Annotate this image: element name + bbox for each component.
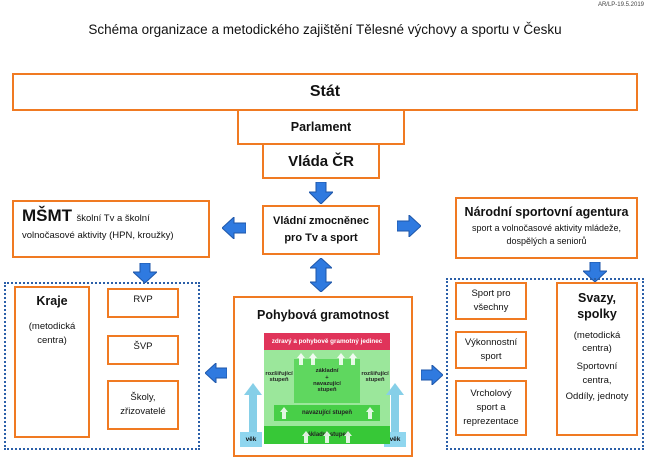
parlament-box: Parlament [237, 109, 405, 145]
kraje-box: Kraje (metodická centra) [14, 286, 90, 438]
svazy-sub1: (metodická [573, 329, 621, 341]
pyramid-top-label: zdravý a pohybově gramotný jedinec [271, 338, 383, 345]
vykonnostni-box: Výkonnostní sport [455, 331, 527, 369]
gramotnost-pyramid: zdravý a pohybově gramotný jedinec věk v… [240, 333, 406, 451]
skoly-line2: zřizovatelé [120, 406, 166, 417]
zakladni-navazujici-block: základní + navazující stupeň [294, 359, 360, 403]
vrcholovy-line2: sport a [476, 402, 506, 414]
pohybova-gramotnost-title: Pohybová gramotnost [257, 308, 389, 322]
svazy-box: Svazy, spolky (metodická centra) Sportov… [556, 282, 638, 436]
vlada-label: Vláda ČR [288, 152, 354, 170]
arrow-down-right-group-icon [583, 262, 607, 282]
arrow-down-icon [309, 182, 333, 204]
pyramid-up-arrows-icon [280, 353, 374, 443]
vykonnostni-line1: Výkonnostní [464, 337, 518, 349]
msmt-desc2: volnočasové aktivity (HPN, kroužky) [22, 230, 174, 241]
document-reference: AR/LP-19.5.2019 [597, 2, 644, 8]
stat-box: Stát [12, 73, 638, 111]
nsa-line2: dospělých a seniorů [506, 236, 587, 247]
nsa-line1: sport a volnočasové aktivity mládeže, [471, 223, 622, 233]
arrow-right-to-group-icon [421, 365, 443, 385]
zmocnenec-box: Vládní zmocněnec pro Tv a sport [262, 205, 380, 255]
arrow-left-to-group-icon [205, 363, 227, 383]
svazy-name1: Svazy, [578, 291, 616, 305]
vykonnostni-line2: sport [480, 351, 502, 362]
msmt-desc1: školní Tv a školní [76, 213, 150, 224]
svp-box: ŠVP [107, 335, 179, 365]
skoly-box: Školy, zřizovatelé [107, 380, 179, 430]
svazy-sub2: centra) [582, 343, 612, 355]
vrcholovy-box: Vrcholový sport a reprezentace [455, 380, 527, 436]
kraje-sub1: (metodická [28, 321, 76, 332]
vlada-box: Vláda ČR [262, 143, 380, 179]
pyramid-top-bar: zdravý a pohybově gramotný jedinec [264, 333, 390, 350]
zmocnenec-line2: pro Tv a sport [284, 232, 358, 244]
vek-left-label: věk [240, 432, 262, 447]
kraje-sub2: centra) [37, 334, 67, 346]
msmt-box: MŠMT školní Tv a školní volnočasové akti… [12, 200, 210, 258]
nsa-box: Národní sportovní agentura sport a volno… [455, 197, 638, 259]
vrcholovy-line1: Vrcholový [470, 388, 512, 400]
vek-right-arrow-icon [386, 383, 404, 433]
rozsirujici-left-block: rozšiřující stupeň [265, 371, 293, 383]
arrow-right-icon [397, 215, 421, 237]
parlament-label: Parlament [290, 120, 352, 134]
arrow-bidirectional-icon [310, 258, 332, 292]
rozsirujici-right-block: rozšiřující stupeň [361, 371, 389, 383]
diagram-title: Schéma organizace a metodického zajištěn… [88, 22, 562, 37]
sport-vsechny-line2: všechny [473, 302, 509, 313]
zmocnenec-line1: Vládní zmocněnec [273, 214, 369, 227]
nsa-name: Národní sportovní agentura [464, 205, 629, 219]
kraje-name: Kraje [36, 294, 68, 308]
msmt-name: MŠMT [22, 206, 73, 225]
arrow-down-left-group-icon [133, 263, 157, 283]
rvp-box: RVP [107, 288, 179, 318]
svazy-name2: spolky [577, 307, 617, 322]
right-group-frame [446, 278, 644, 450]
sport-vsechny-line1: Sport pro [471, 288, 511, 300]
sport-vsechny-box: Sport pro všechny [455, 282, 527, 320]
svazy-sub4: centra, [582, 374, 612, 386]
rvp-label: RVP [133, 294, 153, 305]
left-group-frame [4, 282, 200, 450]
stat-label: Stát [309, 83, 341, 100]
vrcholovy-line3: reprezentace [463, 415, 519, 427]
svazy-sub5: Oddíly, jednoty [565, 390, 629, 402]
arrow-left-icon [222, 217, 246, 239]
svp-label: ŠVP [133, 341, 153, 352]
vek-left-arrow-icon [244, 383, 262, 433]
svazy-sub3: Sportovní [576, 361, 618, 373]
navazujici-stupen-bar: navazující stupeň [274, 405, 380, 421]
skoly-line1: Školy, [130, 392, 156, 404]
